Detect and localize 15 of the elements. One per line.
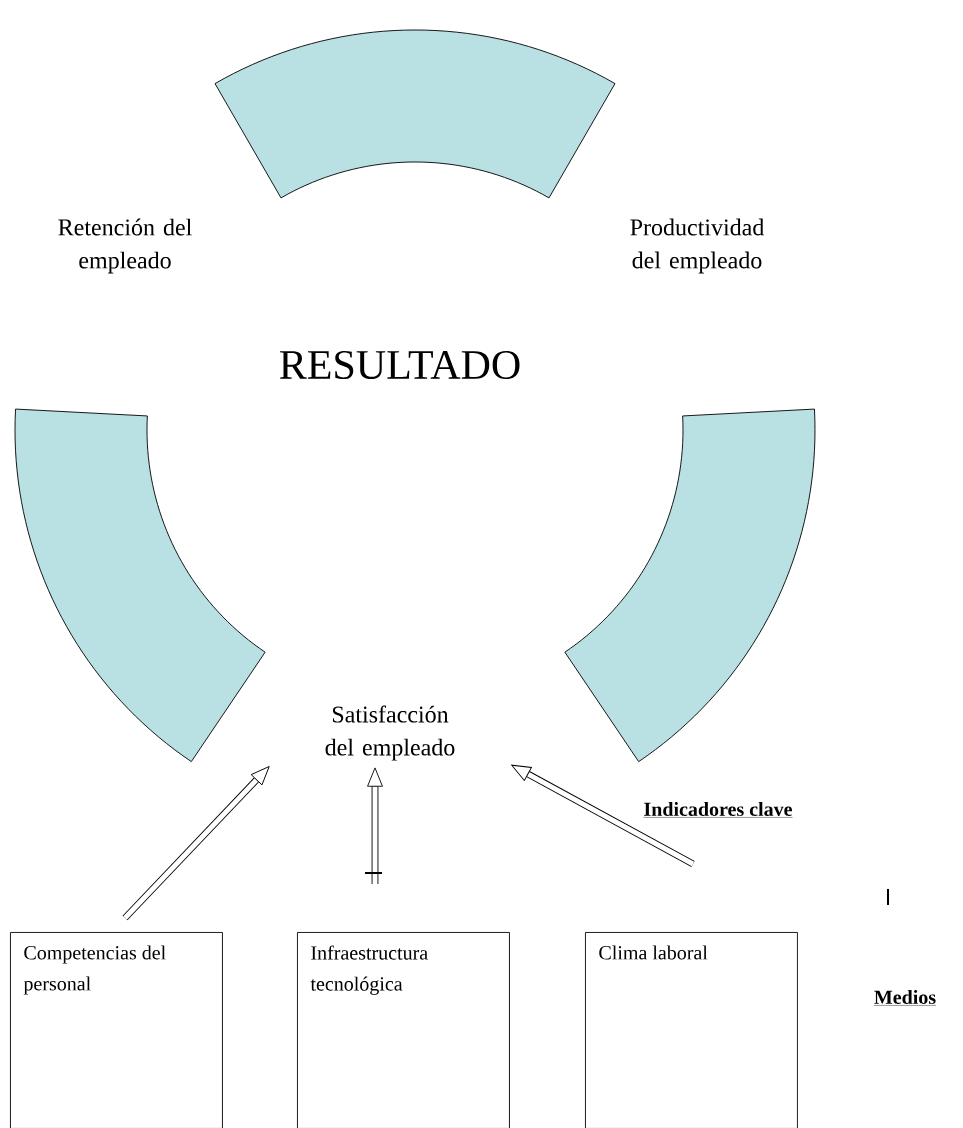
text-box: Clima laboral: [585, 932, 798, 1128]
text-label: Satisfacción del empleado: [325, 705, 455, 761]
section-label: Medios: [873, 989, 937, 1006]
text-label: Productividad del empleado: [630, 218, 765, 274]
section-label: Indicadores clave: [643, 801, 793, 818]
arc-band: [14, 408, 266, 763]
block-arrow: [367, 767, 383, 884]
block-arrow: [122, 766, 270, 921]
heading: RESULTADO: [280, 350, 520, 380]
text-box: Competencias del personal: [10, 932, 223, 1128]
text-label: Retención del empleado: [58, 218, 192, 274]
text-box: Infraestructura tecnológica: [297, 932, 510, 1128]
block-arrow: [511, 764, 695, 867]
arc-band: [564, 408, 816, 763]
arc-band: [214, 29, 616, 199]
